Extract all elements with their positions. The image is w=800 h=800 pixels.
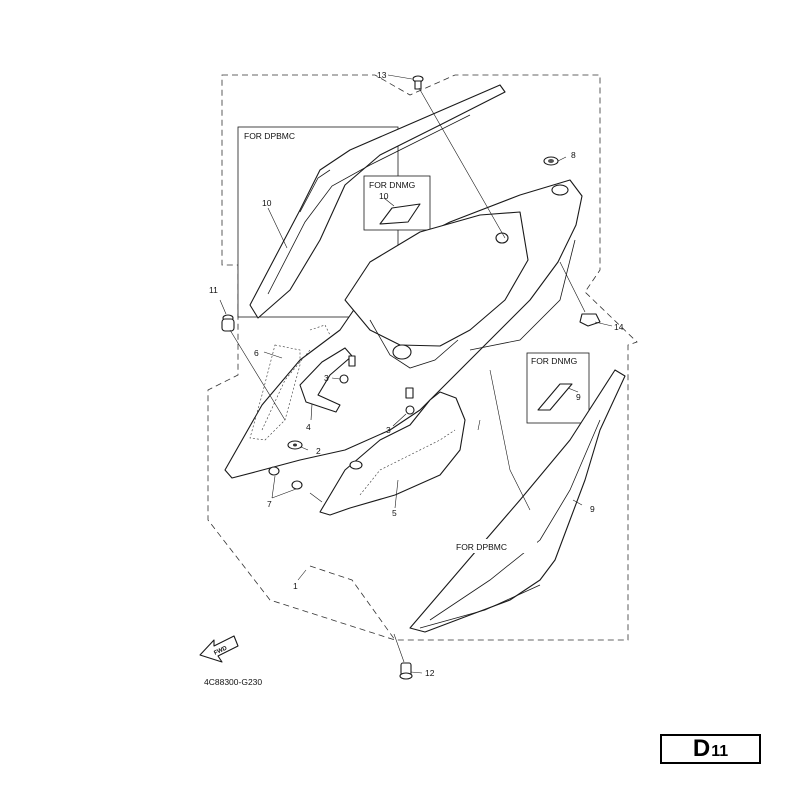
leader-14-path [559, 261, 586, 313]
variant-label-upper-left: FOR DPBMC [244, 131, 295, 141]
callout-9: 9 [590, 504, 595, 514]
callout-14: 14 [614, 322, 624, 332]
grommet-8 [543, 156, 559, 166]
inner-panel-dotted [359, 429, 456, 496]
callout-2: 2 [316, 446, 321, 456]
cowl-inner-dotted [261, 349, 311, 431]
clip-14 [579, 313, 601, 327]
leader-7-link [309, 492, 323, 503]
inner-panel-hole [349, 460, 363, 470]
leader-6 [263, 351, 283, 359]
seat-opening [344, 211, 529, 347]
grommet-11 [221, 314, 235, 332]
callout-6: 6 [254, 348, 259, 358]
leader-10 [267, 207, 288, 249]
rivet-7b [291, 480, 303, 490]
emblem-decal-upper [379, 203, 421, 225]
variant-label-right-mid: FOR DNMG [531, 356, 577, 366]
leader-1 [297, 569, 307, 581]
leader-14 [594, 321, 613, 327]
callout-11: 11 [209, 285, 218, 295]
emblem-decal-right [537, 383, 573, 411]
cowl-side-crease [469, 239, 576, 351]
screw-13 [412, 75, 424, 90]
variant-label-upper-mid: FOR DNMG [369, 180, 415, 190]
leader-9-long [477, 369, 531, 511]
leader-9-inner [567, 387, 579, 393]
page-badge-number: 11 [711, 742, 729, 760]
leader-11 [219, 299, 227, 315]
tail-light-recess [369, 319, 459, 369]
bracket [299, 347, 353, 413]
side-decal-right [409, 369, 626, 633]
callout-3b: 3 [386, 425, 391, 435]
leader-13-path [418, 87, 506, 239]
leader-10-inner [383, 197, 395, 207]
callout-13: 13 [377, 70, 387, 80]
cowl-mark-dotted [309, 324, 331, 336]
washer-2 [287, 440, 303, 450]
leader-11-path [229, 329, 286, 421]
drawing-code: 4C88300-G230 [204, 677, 262, 687]
variant-label-lower-right: FOR DPBMC [456, 542, 507, 552]
callout-12: 12 [425, 668, 435, 678]
callout-10-inner: 10 [379, 191, 389, 201]
callout-3a: 3 [324, 373, 329, 383]
tail-light-hole [392, 344, 412, 360]
page-badge: D 11 [660, 734, 761, 764]
rivet-7a [268, 466, 280, 476]
side-decal-right-edge [419, 584, 541, 629]
nut-3b [405, 387, 415, 415]
callout-1: 1 [293, 581, 298, 591]
leader-9 [572, 499, 583, 506]
leader-12 [410, 671, 423, 674]
side-decal-left-edge [299, 169, 331, 213]
leader-3a [331, 377, 341, 380]
leader-8 [557, 156, 567, 162]
page-badge-letter: D [692, 735, 711, 762]
callout-8: 8 [571, 150, 576, 160]
clip-12 [399, 662, 413, 680]
side-decal-left-detail [267, 114, 471, 295]
mount-hole-upper [495, 232, 509, 244]
leader-5 [394, 479, 399, 509]
mount-hole-grommet [551, 184, 569, 196]
side-decal-right-detail [429, 419, 601, 621]
callout-4: 4 [306, 422, 311, 432]
fwd-arrow-icon: FWD [199, 635, 239, 663]
nut-3a [339, 355, 356, 384]
callout-5: 5 [392, 508, 397, 518]
variant-box-lower-right [452, 539, 537, 553]
callout-7: 7 [267, 499, 272, 509]
leader-2 [300, 446, 309, 451]
leader-3b [392, 413, 407, 427]
inner-panel [319, 391, 466, 516]
callout-9-inner: 9 [576, 392, 581, 402]
leader-13 [387, 74, 413, 80]
leader-4 [310, 403, 313, 421]
leader-1-dashed [309, 565, 396, 641]
callout-10: 10 [262, 198, 272, 208]
fwd-label: FWD [213, 645, 229, 656]
leader-12-path [393, 633, 405, 663]
leader-7 [271, 475, 297, 499]
assembly-boundary [207, 74, 638, 641]
